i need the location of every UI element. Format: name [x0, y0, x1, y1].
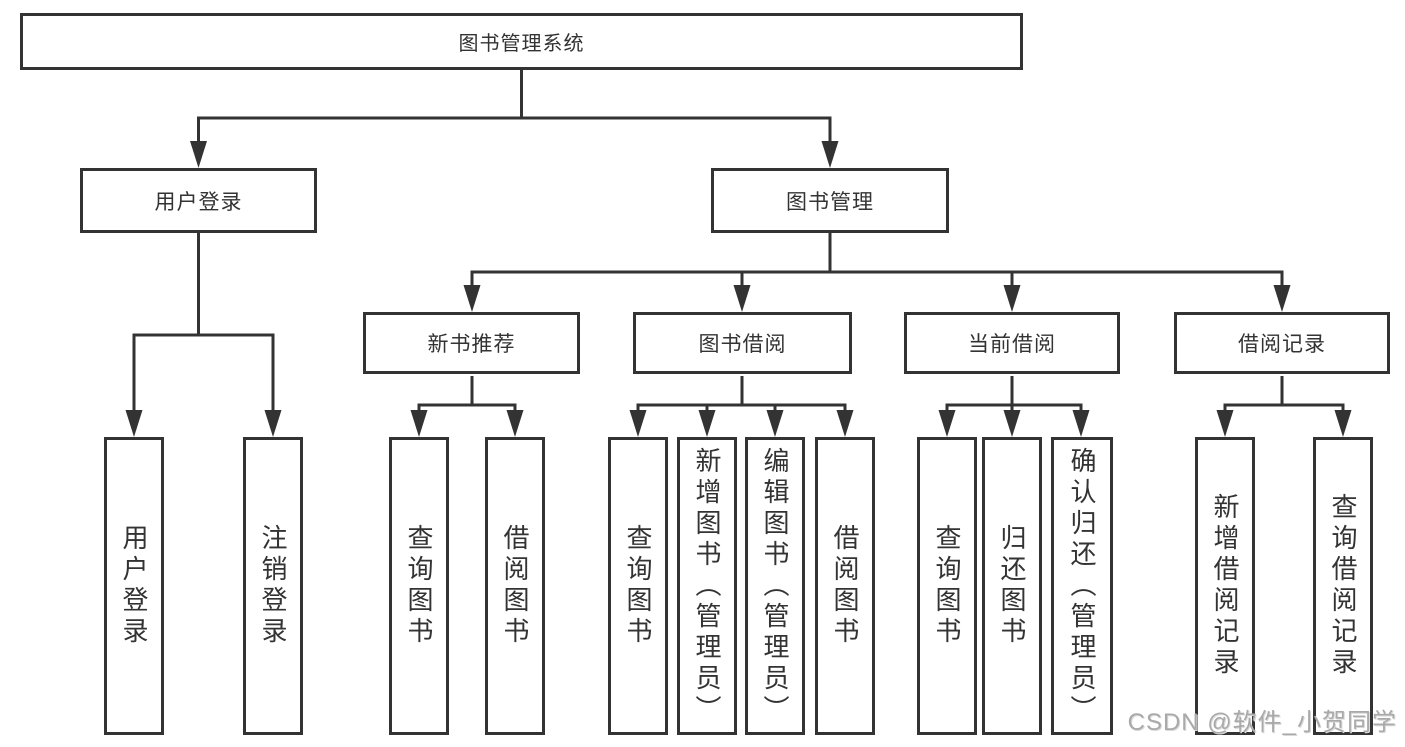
leaf-user-login: 用户登录 [104, 437, 164, 735]
csdn-watermark: CSDN @软件_小贺同学 [1127, 709, 1397, 736]
leaf-br-query-record: 查询借阅记录 [1313, 437, 1373, 735]
leaf-logout: 注销登录 [243, 437, 303, 735]
node-root-system: 图书管理系统 [20, 13, 1023, 70]
node-book-management: 图书管理 [711, 168, 949, 233]
leaf-bb-borrow-books: 借阅图书 [815, 437, 875, 735]
node-borrow-records: 借阅记录 [1174, 312, 1390, 374]
leaf-cb-confirm-return-admin: 确认归还（管理员） [1051, 437, 1113, 735]
node-book-borrow: 图书借阅 [633, 312, 852, 374]
leaf-bb-query-books: 查询图书 [608, 437, 668, 735]
leaf-nbr-query-books: 查询图书 [389, 437, 449, 735]
node-current-borrow: 当前借阅 [904, 312, 1120, 374]
leaf-nbr-borrow-books: 借阅图书 [485, 437, 545, 735]
node-new-book-recommend: 新书推荐 [363, 312, 580, 374]
node-user-login: 用户登录 [80, 168, 317, 233]
leaf-cb-query-books: 查询图书 [917, 437, 977, 735]
leaf-bb-add-books-admin: 新增图书（管理员） [677, 437, 737, 735]
leaf-bb-edit-books-admin: 编辑图书（管理员） [745, 437, 805, 735]
leaf-br-add-record: 新增借阅记录 [1195, 437, 1255, 735]
leaf-cb-return-books: 归还图书 [982, 437, 1042, 735]
